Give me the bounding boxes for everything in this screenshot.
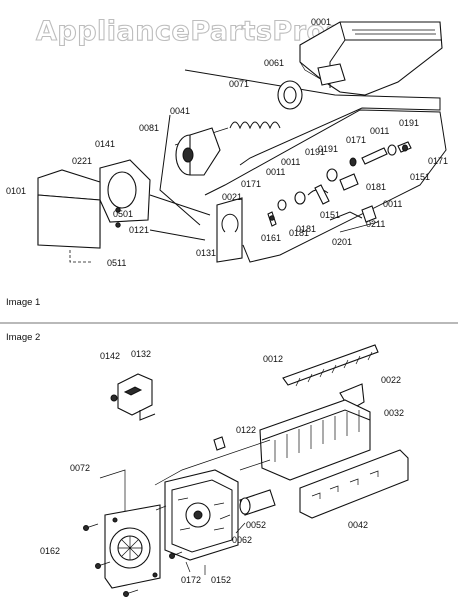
part-number-label: 0511 [107,258,126,268]
part-number-label: 0042 [348,520,368,530]
part-number-label: 0011 [266,167,285,177]
part-number-label: 0071 [229,79,249,89]
section-caption-image2: Image 2 [6,332,40,343]
part-number-label: 0011 [370,126,389,136]
part-number-label: 0121 [129,225,149,235]
linkage [267,141,412,233]
part-number-label: 0131 [196,248,216,258]
spring-0071 [229,121,281,130]
part-number-label: 0191 [399,118,419,128]
part-number-label: 0072 [70,463,90,473]
part-number-label: 0161 [261,233,281,243]
part-number-label: 0211 [366,219,385,229]
part-number-label: 0191 [318,144,338,154]
part-number-label: 0062 [232,535,252,545]
motor-module-0162 [104,504,161,589]
callouts-image2: 0142 0132 0012 0022 0032 0122 0072 0042 … [40,349,404,585]
image2-drawing: 0142 0132 0012 0022 0032 0122 0072 0042 … [40,344,409,597]
part-number-label: 0181 [289,228,309,238]
part-number-label: 0142 [100,351,120,361]
part-number-label: 0501 [113,209,133,219]
part-number-label: 0181 [366,182,386,192]
callouts-image1: 0001 0061 0071 0041 0081 0141 0221 0101 … [6,17,448,268]
part-number-label: 0011 [281,157,300,167]
housing-0141 [99,159,151,223]
part-number-label: 0152 [211,575,231,585]
mold-0032 [259,399,371,481]
plate-0131 [216,197,243,263]
part-number-label: 0171 [241,179,261,189]
bracket-0132 [110,373,156,421]
part-number-label: 0022 [381,375,401,385]
ice-bucket [299,21,443,96]
part-number-label: 0221 [72,156,92,166]
part-number-label: 0201 [332,237,352,247]
clip-0122 [213,436,226,451]
part-number-label: 0151 [320,210,340,220]
part-number-label: 0011 [383,199,402,209]
part-number-label: 0061 [264,58,284,68]
part-number-label: 0162 [40,546,60,556]
part-number-label: 0032 [384,408,404,418]
part-number-label: 0132 [131,349,151,359]
part-number-label: 0052 [246,520,266,530]
part-0061 [277,80,303,110]
part-number-label: 0012 [263,354,283,364]
leader-0072 [99,469,126,520]
image1-drawing: 0001 0061 0071 0041 0081 0141 0221 0101 … [6,17,448,268]
part-number-label: 0001 [311,17,331,27]
front-panel-0101 [37,169,101,249]
part-number-label: 0171 [428,156,448,166]
part-number-label: 0041 [170,106,190,116]
auger-0081 [175,127,221,176]
ejector-0012 [282,344,379,387]
part-number-label: 0101 [6,186,26,196]
section-caption-image1: Image 1 [6,297,40,308]
part-number-label: 0081 [139,123,159,133]
front-cover-0042 [299,449,409,519]
part-number-label: 0151 [410,172,430,182]
part-number-label: 0181 [296,224,316,234]
part-number-label: 0141 [95,139,115,149]
control-housing [164,469,239,561]
part-number-label: 0171 [346,135,366,145]
part-number-label: 0172 [181,575,201,585]
part-number-label: 0191 [305,147,325,157]
part-number-label: 0021 [222,192,242,202]
part-number-label: 0122 [236,425,256,435]
